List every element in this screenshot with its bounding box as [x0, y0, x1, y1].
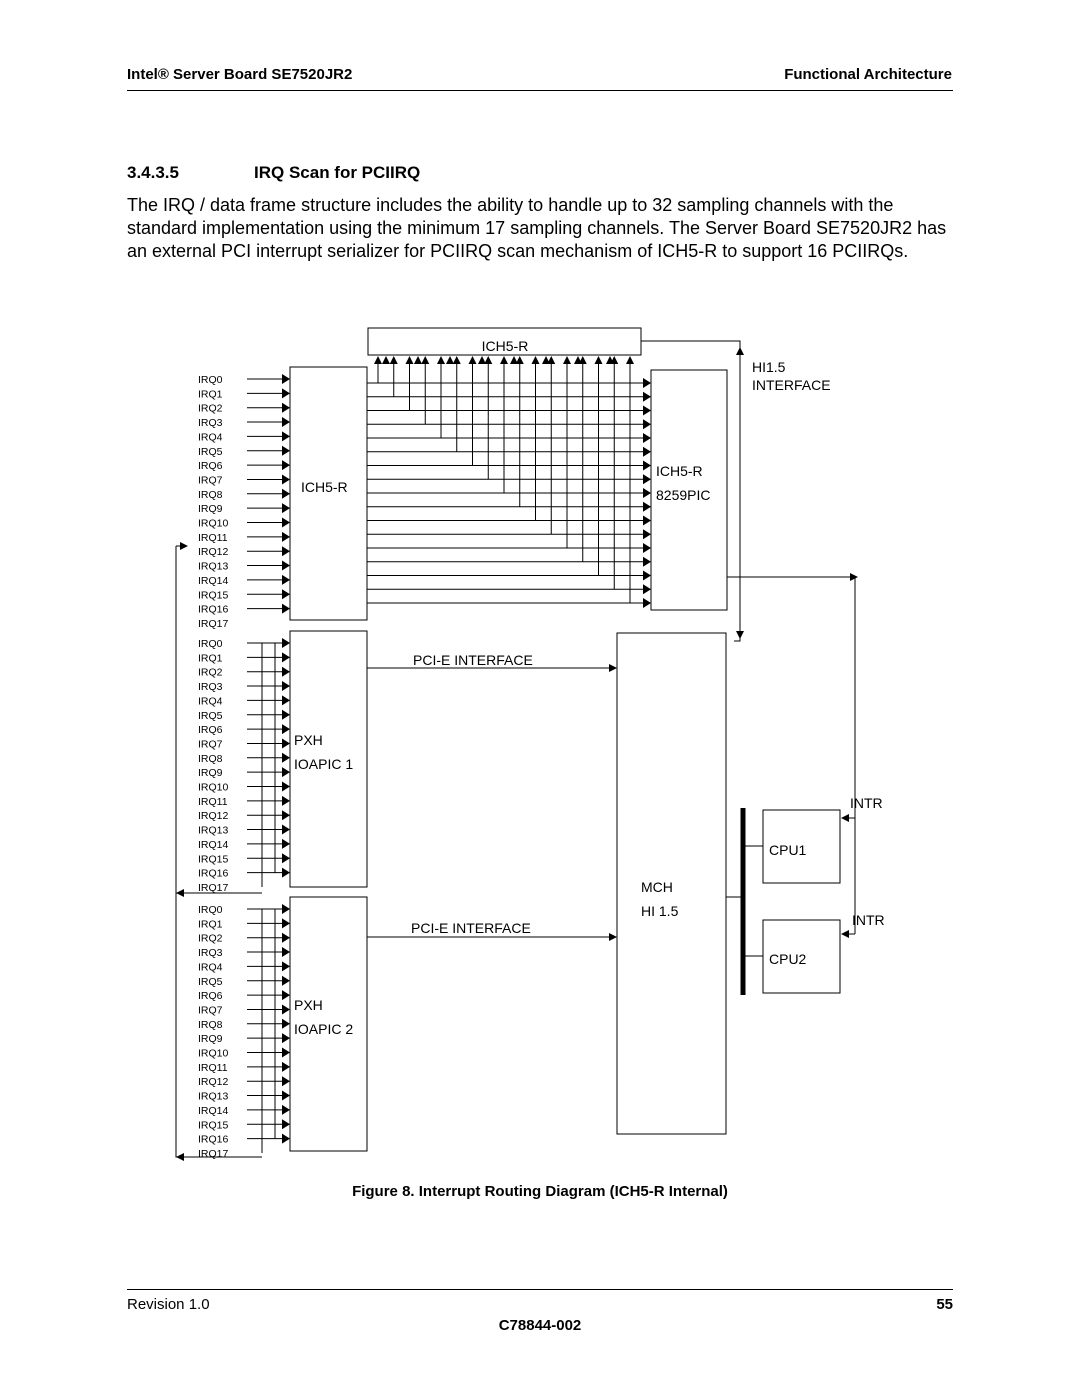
pxh-ioapic1-box	[289, 630, 368, 888]
irq-label: IRQ11	[198, 796, 228, 808]
irq-label: IRQ0	[198, 904, 223, 916]
irq-label: IRQ10	[198, 518, 229, 530]
irq-label: IRQ5	[198, 976, 223, 988]
irq-label: IRQ17	[198, 882, 229, 894]
section-title: IRQ Scan for PCIIRQ	[254, 163, 421, 182]
section-number: 3.4.3.5	[127, 163, 179, 182]
irq-label: IRQ12	[198, 546, 229, 558]
irq-label: IRQ17	[198, 1148, 229, 1160]
header-rule	[127, 90, 953, 91]
irq-label: IRQ0	[198, 374, 223, 386]
irq-label: IRQ14	[198, 1105, 229, 1117]
pcie-interface-label-2: PCI-E INTERFACE	[411, 920, 531, 936]
irq-label: IRQ4	[198, 961, 223, 973]
footer-doc-id: C78844-002	[498, 1317, 582, 1334]
irq-label: IRQ12	[198, 1076, 229, 1088]
ich5r-pic-label-1: ICH5-R	[656, 463, 703, 479]
body-paragraph: The IRQ / data frame structure includes …	[127, 195, 947, 261]
irq-label: IRQ3	[198, 681, 223, 693]
irq-label: IRQ7	[198, 474, 223, 486]
irq-label: IRQ4	[198, 695, 223, 707]
irq-label: IRQ13	[198, 825, 229, 837]
irq-label: IRQ10	[198, 782, 229, 794]
irq-label: IRQ17	[198, 618, 229, 630]
hi-interface-label-2: INTERFACE	[752, 377, 831, 393]
pxh2-label-1: PXH	[294, 997, 323, 1013]
irq-label: IRQ2	[198, 667, 223, 679]
hi-interface-label-1: HI1.5	[752, 359, 786, 375]
header-chapter-name: Functional Architecture	[784, 66, 952, 83]
irq-label: IRQ6	[198, 460, 223, 472]
ich5r-top-label: ICH5-R	[482, 338, 529, 354]
irq-label: IRQ14	[198, 839, 229, 851]
irq-label: IRQ2	[198, 933, 223, 945]
irq-label: IRQ6	[198, 724, 223, 736]
irq-label: IRQ8	[198, 753, 223, 765]
pcie-interface-label-1: PCI-E INTERFACE	[413, 652, 533, 668]
header-board-name: Intel® Server Board SE7520JR2	[127, 66, 353, 83]
irq-label: IRQ5	[198, 446, 223, 458]
irq-label: IRQ9	[198, 503, 223, 515]
pxh1-label-2: IOAPIC 1	[294, 756, 353, 772]
irq-label: IRQ11	[198, 1062, 228, 1074]
irq-label: IRQ3	[198, 417, 223, 429]
irq-label: IRQ0	[198, 638, 223, 650]
ich5r-pic-label-2: 8259PIC	[656, 487, 710, 503]
mch-label-1: MCH	[641, 879, 673, 895]
mch-box	[616, 632, 727, 1135]
irq-label: IRQ15	[198, 1119, 229, 1131]
irq-label: IRQ14	[198, 575, 229, 587]
irq-label: IRQ7	[198, 1004, 223, 1016]
irq-label: IRQ15	[198, 589, 229, 601]
footer-revision: Revision 1.0	[127, 1296, 210, 1313]
irq-label: IRQ13	[198, 1091, 229, 1103]
intr2-label: INTR	[852, 912, 885, 928]
irq-label: IRQ5	[198, 710, 223, 722]
mch-label-2: HI 1.5	[641, 903, 679, 919]
ich5r-8259pic-box	[650, 369, 728, 611]
intr1-label: INTR	[850, 795, 883, 811]
irq-label: IRQ8	[198, 1019, 223, 1031]
irq-label: IRQ11	[198, 532, 228, 544]
irq-label: IRQ6	[198, 990, 223, 1002]
irq-label: IRQ9	[198, 767, 223, 779]
irq-label: IRQ16	[198, 604, 229, 616]
irq-label: IRQ1	[198, 652, 223, 664]
irq-label: IRQ1	[198, 388, 223, 400]
irq-label: IRQ16	[198, 1134, 229, 1146]
pxh2-label-2: IOAPIC 2	[294, 1021, 353, 1037]
cpu1-label: CPU1	[769, 842, 807, 858]
irq-label: IRQ16	[198, 868, 229, 880]
cpu2-label: CPU2	[769, 951, 807, 967]
pxh-ioapic2-box	[289, 896, 368, 1152]
irq-label: IRQ1	[198, 918, 223, 930]
figure-caption: Figure 8. Interrupt Routing Diagram (ICH…	[352, 1183, 728, 1200]
irq-label: IRQ2	[198, 403, 223, 415]
ich5r-serializer-label: ICH5-R	[301, 479, 348, 495]
irq-label: IRQ4	[198, 431, 223, 443]
irq-label: IRQ10	[198, 1048, 229, 1060]
irq-label: IRQ3	[198, 947, 223, 959]
irq-label: IRQ9	[198, 1033, 223, 1045]
footer-page-number: 55	[936, 1296, 953, 1313]
irq-label: IRQ12	[198, 810, 229, 822]
footer-rule	[127, 1289, 953, 1290]
pxh1-label-1: PXH	[294, 732, 323, 748]
irq-label: IRQ8	[198, 489, 223, 501]
irq-label: IRQ15	[198, 853, 229, 865]
irq-label: IRQ7	[198, 738, 223, 750]
irq-label: IRQ13	[198, 561, 229, 573]
